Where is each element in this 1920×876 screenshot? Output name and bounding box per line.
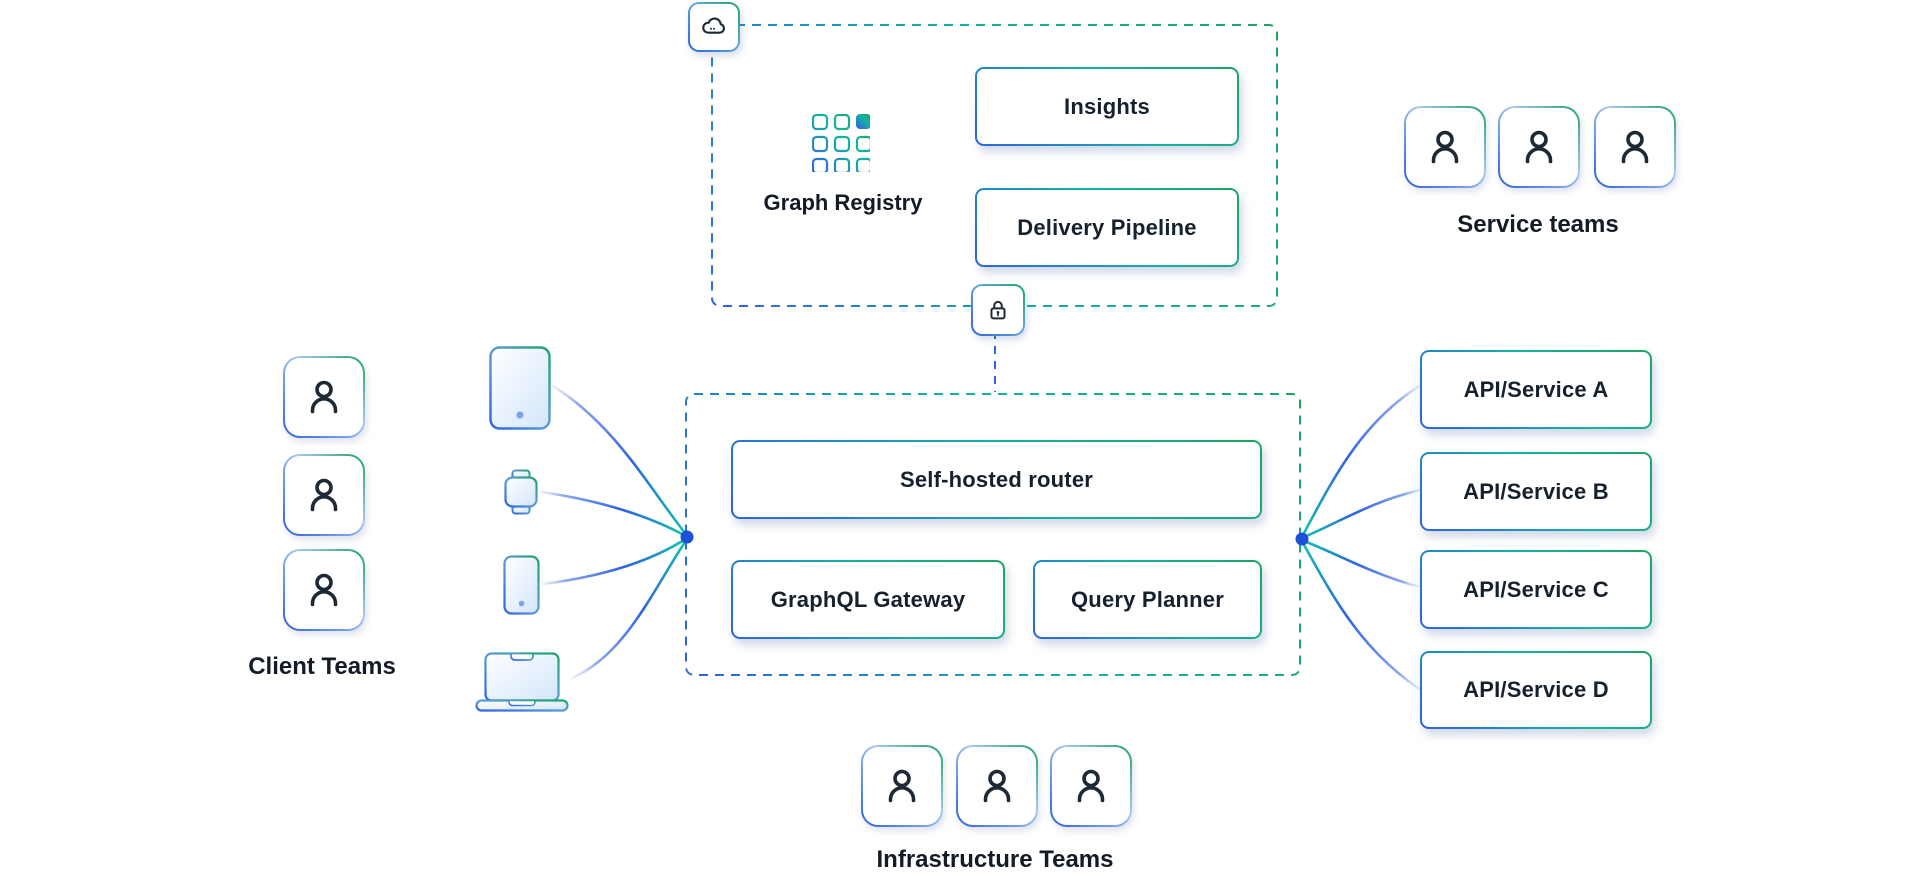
person-icon	[983, 769, 1011, 803]
client-team-member-tile	[283, 454, 365, 536]
client-junction-dot	[680, 530, 694, 544]
phone-icon	[503, 555, 540, 620]
node-api-service-b: API/Service B	[1420, 452, 1652, 531]
infrastructure-team-member-tile	[861, 745, 943, 827]
node-api-service-c: API/Service C	[1420, 550, 1652, 629]
node-api-service-d: API/Service D	[1420, 651, 1652, 729]
node-delivery-pipeline: Delivery Pipeline	[975, 188, 1239, 267]
person-icon	[1431, 130, 1459, 164]
node-api-service-d-label: API/Service D	[1463, 677, 1609, 702]
node-api-service-c-label: API/Service C	[1463, 576, 1609, 602]
client-device-connections	[539, 384, 687, 680]
grid-filled-cell	[856, 114, 871, 129]
tablet-icon	[489, 346, 551, 435]
infrastructure-team-member-tile	[1050, 745, 1132, 827]
lock-badge	[971, 284, 1025, 336]
grid-icon	[811, 113, 873, 177]
node-insights-label: Insights	[1064, 93, 1150, 119]
person-icon	[310, 478, 338, 512]
node-delivery-pipeline-label: Delivery Pipeline	[1017, 214, 1197, 240]
person-icon	[310, 380, 338, 414]
person-icon	[1621, 130, 1649, 164]
service-team-member-tile	[1404, 106, 1486, 188]
person-icon	[1077, 769, 1105, 803]
watch-icon	[504, 469, 538, 520]
api-service-connections	[1301, 381, 1426, 694]
cloud-badge	[688, 2, 740, 52]
registry-boundary-dashed-box	[711, 24, 1278, 307]
node-insights: Insights	[975, 67, 1239, 146]
person-icon	[888, 769, 916, 803]
node-api-service-a-label: API/Service A	[1463, 376, 1609, 402]
node-self-hosted-router: Self-hosted router	[731, 440, 1262, 519]
service-team-member-tile	[1594, 106, 1676, 188]
infrastructure-team-member-tile	[956, 745, 1038, 827]
node-api-service-b-label: API/Service B	[1463, 478, 1609, 504]
node-query-planner-label: Query Planner	[1071, 586, 1224, 612]
client-team-member-tile	[283, 356, 365, 438]
node-graphql-gateway-label: GraphQL Gateway	[770, 586, 966, 612]
node-graphql-gateway: GraphQL Gateway	[731, 560, 1005, 639]
node-query-planner: Query Planner	[1033, 560, 1262, 639]
service-junction-dot	[1295, 532, 1309, 546]
service-teams-label: Service teams	[1457, 211, 1619, 238]
person-icon	[310, 573, 338, 607]
client-teams-label: Client Teams	[248, 653, 396, 680]
node-api-service-a: API/Service A	[1420, 350, 1652, 429]
infrastructure-teams-label: Infrastructure Teams	[876, 846, 1114, 873]
node-self-hosted-router-label: Self-hosted router	[899, 466, 1094, 492]
lock-icon	[990, 300, 1006, 320]
client-team-member-tile	[283, 549, 365, 631]
person-icon	[1525, 130, 1553, 164]
cloud-icon	[702, 17, 726, 34]
service-team-member-tile	[1498, 106, 1580, 188]
laptop-icon	[475, 652, 569, 717]
registry-label: Graph Registry	[763, 190, 923, 215]
